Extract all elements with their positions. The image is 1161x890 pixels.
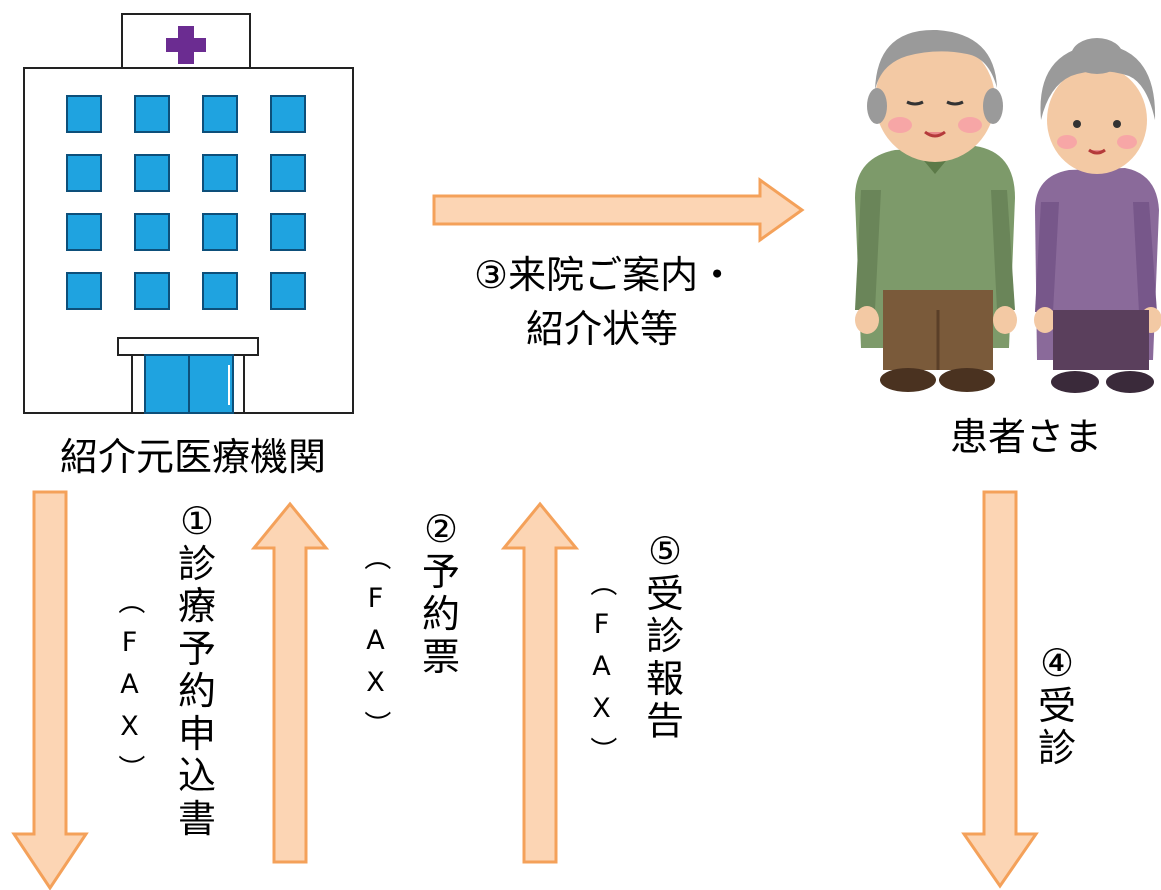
step1-label: ① 診 療 予 約 申 込 書 <box>178 499 217 841</box>
arrow-up-step2 <box>250 501 330 864</box>
step2-fax-label: （ F A X ） <box>360 543 392 738</box>
arrow-down-step1 <box>11 490 89 890</box>
patients-label: 患者さま <box>950 415 1103 459</box>
arrow-up-step5 <box>500 501 580 864</box>
arrow-right-step3 <box>432 177 805 243</box>
elderly-couple-icon <box>855 29 1161 393</box>
step4-label: ④ 受 診 <box>1038 641 1077 771</box>
hospital-building-icon <box>23 13 354 414</box>
step5-fax-label: （ F A X ） <box>586 569 618 764</box>
step2-label: ② 予 約 票 <box>422 507 461 679</box>
step5-label: ⑤ 受 診 報 告 <box>646 529 685 744</box>
step1-fax-label: （ F A X ） <box>114 587 146 782</box>
step3-label-line1: ③来院ご案内・ <box>474 253 737 297</box>
step3-label-line2: 紹介状等 <box>526 307 679 351</box>
hospital-label: 紹介元医療機関 <box>60 435 327 479</box>
arrow-down-step4 <box>961 490 1039 889</box>
